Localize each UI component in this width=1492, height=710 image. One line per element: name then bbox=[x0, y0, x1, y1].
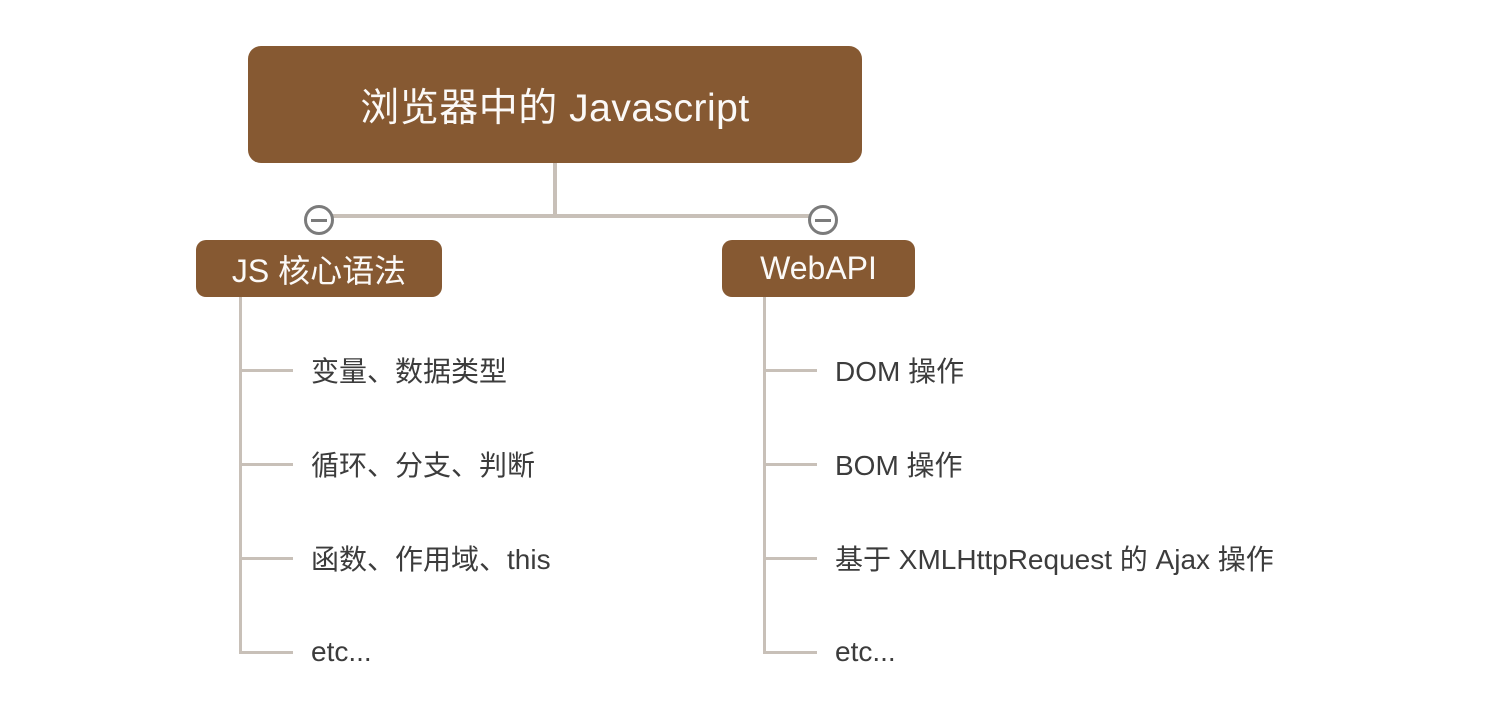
leaf-item[interactable]: 函数、作用域、this bbox=[239, 538, 551, 578]
root-node-label: 浏览器中的 Javascript bbox=[360, 86, 750, 130]
leaf-label: etc... bbox=[835, 636, 896, 667]
leaf-item[interactable]: DOM 操作 bbox=[763, 350, 964, 390]
leaf-tick-line bbox=[763, 462, 817, 466]
leaf-item[interactable]: etc... bbox=[239, 632, 372, 672]
leaf-item[interactable]: 基于 XMLHttpRequest 的 Ajax 操作 bbox=[763, 538, 1274, 578]
leaf-tick-line bbox=[239, 650, 293, 654]
leaf-tick-line bbox=[763, 368, 817, 372]
leaf-tick-line bbox=[239, 462, 293, 466]
connector-left-branch-spine bbox=[239, 297, 242, 653]
leaf-label: BOM 操作 bbox=[835, 450, 963, 481]
connector-branch-crossbar bbox=[319, 214, 825, 218]
branch-node-label: WebAPI bbox=[760, 250, 877, 286]
leaf-label: 循环、分支、判断 bbox=[311, 450, 536, 481]
leaf-label: 基于 XMLHttpRequest 的 Ajax 操作 bbox=[835, 544, 1274, 575]
leaf-item[interactable]: 循环、分支、判断 bbox=[239, 444, 535, 484]
leaf-item[interactable]: etc... bbox=[763, 632, 896, 672]
leaf-label: 函数、作用域、this bbox=[311, 544, 551, 575]
leaf-label: DOM 操作 bbox=[835, 356, 965, 387]
minus-icon bbox=[311, 218, 327, 222]
connector-root-stem bbox=[553, 163, 557, 216]
leaf-tick-line bbox=[763, 556, 817, 560]
connector-right-branch-spine bbox=[763, 297, 766, 653]
collapse-button-left-branch[interactable] bbox=[304, 205, 334, 235]
branch-node-webapi[interactable]: WebAPI bbox=[722, 240, 915, 297]
minus-icon bbox=[815, 218, 831, 222]
leaf-item[interactable]: BOM 操作 bbox=[763, 444, 963, 484]
branch-node-js-core-syntax[interactable]: JS 核心语法 bbox=[196, 240, 442, 297]
root-node[interactable]: 浏览器中的 Javascript bbox=[248, 46, 862, 163]
leaf-item[interactable]: 变量、数据类型 bbox=[239, 350, 507, 390]
leaf-tick-line bbox=[239, 368, 293, 372]
branch-node-label: JS 核心语法 bbox=[231, 252, 407, 289]
leaf-label: etc... bbox=[311, 636, 372, 667]
leaf-label: 变量、数据类型 bbox=[311, 356, 508, 387]
leaf-tick-line bbox=[239, 556, 293, 560]
collapse-button-right-branch[interactable] bbox=[808, 205, 838, 235]
leaf-tick-line bbox=[763, 650, 817, 654]
